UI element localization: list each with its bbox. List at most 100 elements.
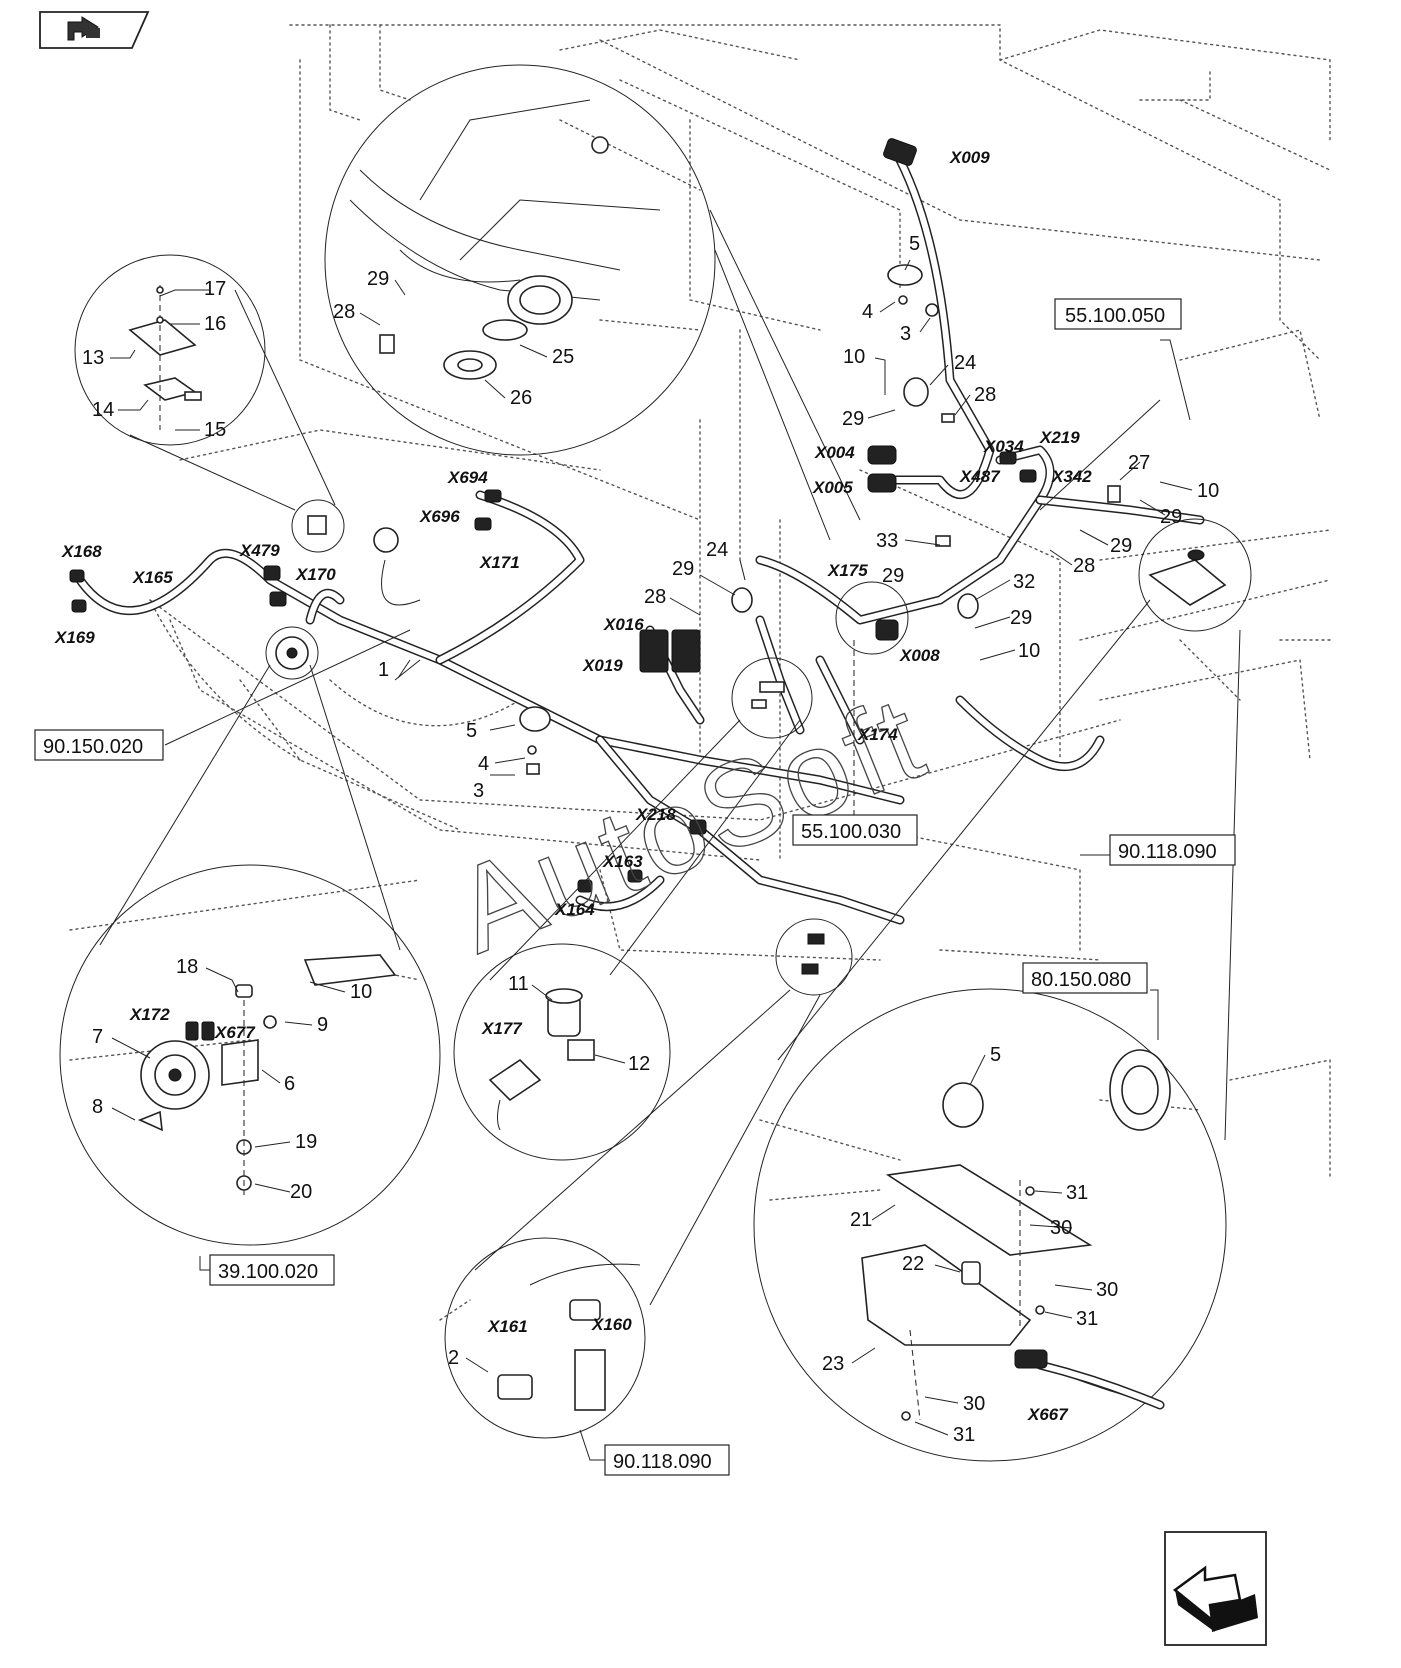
detail-circle-tray xyxy=(753,988,1227,1462)
connector-label: X165 xyxy=(132,568,173,587)
leader-lines xyxy=(99,209,1241,1461)
detail-circle-left-top xyxy=(74,254,266,446)
connector-label: X019 xyxy=(582,656,623,675)
connector-label: X218 xyxy=(635,805,676,824)
ref-90-118-090-bottom[interactable]: 90.118.090 xyxy=(604,1444,730,1476)
connector-label: X163 xyxy=(602,852,643,871)
callout: 28 xyxy=(974,384,996,406)
connector-label: X342 xyxy=(1051,467,1092,486)
ref-39-100-020[interactable]: 39.100.020 xyxy=(209,1254,335,1286)
svg-text:90.118.090: 90.118.090 xyxy=(613,1451,712,1473)
connector-label: X177 xyxy=(481,1019,523,1038)
callout: 24 xyxy=(954,352,976,374)
callout: 29 xyxy=(1110,535,1132,557)
detail-circle-bottom xyxy=(439,1237,646,1439)
callout: 29 xyxy=(367,268,389,290)
connector-label: X005 xyxy=(812,478,853,497)
callout: 2 xyxy=(448,1347,459,1369)
callout: 21 xyxy=(850,1209,872,1231)
callout: 8 xyxy=(92,1096,103,1118)
connector-label: X004 xyxy=(814,443,855,462)
connector-label: X009 xyxy=(949,148,990,167)
svg-text:55.100.030: 55.100.030 xyxy=(801,821,901,843)
callout: 29 xyxy=(1160,506,1182,528)
detail-circle-horn xyxy=(59,864,441,1246)
connector-label: X008 xyxy=(899,646,940,665)
callout: 23 xyxy=(822,1353,844,1375)
connector-label: X479 xyxy=(239,541,280,560)
detail-circle-sensor xyxy=(453,943,671,1161)
callout: 10 xyxy=(1197,480,1219,502)
callout: 4 xyxy=(478,753,489,775)
hardware-parts xyxy=(373,264,1121,775)
callout: 29 xyxy=(672,558,694,580)
connector-label: X164 xyxy=(554,900,595,919)
connector-label: X667 xyxy=(1027,1405,1069,1424)
ref-90-118-090-top[interactable]: 90.118.090 xyxy=(1109,834,1236,866)
callout: 9 xyxy=(317,1014,328,1036)
svg-text:90.118.090: 90.118.090 xyxy=(1118,841,1217,863)
callout: 12 xyxy=(628,1053,650,1075)
callout: 30 xyxy=(1050,1217,1072,1239)
connector-label: X034 xyxy=(983,437,1024,456)
connector-label: X169 xyxy=(54,628,95,647)
callout: 5 xyxy=(990,1044,1001,1066)
callout: 22 xyxy=(902,1253,924,1275)
callout: 24 xyxy=(706,539,728,561)
callout: 27 xyxy=(1128,452,1150,474)
connector-label: X694 xyxy=(447,468,488,487)
connector-label: X175 xyxy=(827,561,868,580)
callout: 11 xyxy=(508,973,529,995)
svg-text:39.100.020: 39.100.020 xyxy=(218,1261,318,1283)
callout: 19 xyxy=(295,1131,317,1153)
ref-90-150-020[interactable]: 90.150.020 xyxy=(34,729,164,761)
callout: 4 xyxy=(862,301,873,323)
ref-80-150-080[interactable]: 80.150.080 xyxy=(1022,962,1148,994)
ref-55-100-030[interactable]: 55.100.030 xyxy=(792,814,918,846)
connector-labels: X009 X004 X005 X034 X219 X487 X342 X694 … xyxy=(54,148,1092,1424)
connector-label: X174 xyxy=(857,725,898,744)
machine-outline xyxy=(149,24,1331,1181)
ref-55-100-050[interactable]: 55.100.050 xyxy=(1054,298,1182,330)
callout: 33 xyxy=(876,530,898,552)
connector-label: X172 xyxy=(129,1005,170,1024)
callout: 28 xyxy=(333,301,355,323)
callout: 29 xyxy=(882,565,904,587)
connector-label: X016 xyxy=(603,615,644,634)
connector-label: X677 xyxy=(214,1023,256,1042)
callout: 14 xyxy=(92,399,114,421)
callout: 16 xyxy=(204,313,226,335)
callout: 15 xyxy=(204,419,226,441)
connector-label: X219 xyxy=(1039,428,1080,447)
svg-text:55.100.050: 55.100.050 xyxy=(1065,305,1165,327)
detail-circle-small xyxy=(265,499,1252,996)
connector-label: X487 xyxy=(959,467,1001,486)
connector-label: X160 xyxy=(591,1315,632,1334)
connector-blocks xyxy=(69,138,1037,893)
callout: 31 xyxy=(1066,1182,1088,1204)
return-arrow-icon[interactable] xyxy=(39,11,150,49)
svg-text:80.150.080: 80.150.080 xyxy=(1031,969,1131,991)
callout: 10 xyxy=(350,981,372,1003)
callout: 32 xyxy=(1013,571,1035,593)
callout: 28 xyxy=(1073,555,1095,577)
callout: 25 xyxy=(552,346,574,368)
callout: 30 xyxy=(963,1393,985,1415)
connector-label: X171 xyxy=(479,553,520,572)
callout: 26 xyxy=(510,387,532,409)
connector-label: X161 xyxy=(487,1317,528,1336)
callout: 3 xyxy=(473,780,484,802)
next-page-arrow-icon[interactable] xyxy=(1164,1531,1267,1646)
callout: 7 xyxy=(92,1026,103,1048)
reference-links: 55.100.050 90.150.020 55.100.030 90.118.… xyxy=(34,298,1236,1476)
callout: 6 xyxy=(284,1073,295,1095)
callout: 10 xyxy=(843,346,865,368)
wire-harness xyxy=(75,155,1205,925)
detail-circle-top xyxy=(324,64,716,456)
callout: 29 xyxy=(1010,607,1032,629)
callout: 30 xyxy=(1096,1279,1118,1301)
callout: 1 xyxy=(378,659,389,681)
callout: 10 xyxy=(1018,640,1040,662)
callout: 5 xyxy=(466,720,477,742)
